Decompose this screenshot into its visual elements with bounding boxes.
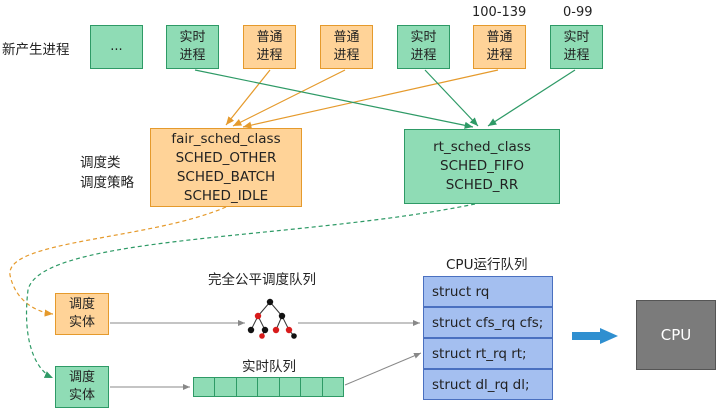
rt-queue-slot: [215, 378, 237, 396]
priority-range-normal: 100-139: [472, 5, 527, 20]
rt-policy: SCHED_RR: [445, 177, 519, 193]
process-box-text: 普通: [256, 30, 283, 45]
process-box-normal: 普通 进程: [320, 25, 373, 69]
rt-queue-slot: [258, 378, 280, 396]
process-box-text: 进程: [179, 48, 206, 63]
runqueue-row-rt: struct rt_rq rt;: [423, 338, 553, 369]
sched-entity-rt: 调度 实体: [55, 366, 109, 408]
rt-sched-class-box: rt_sched_class SCHED_FIFO SCHED_RR: [404, 129, 560, 204]
dashed-arrow-fair-entity: [9, 206, 227, 317]
dashed-arrow-rt-entity: [25, 203, 476, 379]
rt-queue-slot: [237, 378, 259, 396]
rt-queue-slot: [280, 378, 302, 396]
arrow-rt-2: [424, 69, 479, 127]
fair-policy: SCHED_IDLE: [183, 187, 269, 204]
sched-class-label: 调度类: [80, 155, 121, 171]
arrow-normal-2: [232, 69, 346, 127]
rt-queue: [193, 377, 344, 397]
cpu-box: CPU: [636, 300, 716, 370]
cpu-label: CPU: [660, 326, 692, 344]
rt-queue-slot: [194, 378, 216, 396]
rt-queue-label: 实时队列: [242, 359, 296, 375]
process-box-text: 普通: [333, 30, 360, 45]
process-box-realtime: 实时 进程: [550, 25, 603, 69]
cpu-arrow-icon: [572, 328, 618, 344]
process-box-text: 实时: [563, 30, 590, 45]
runqueue-title: CPU运行队列: [446, 257, 528, 273]
process-box-text: 进程: [410, 48, 437, 63]
process-box-text: ...: [110, 39, 123, 54]
entity-text: 实体: [68, 388, 95, 403]
process-box-realtime: 实时 进程: [397, 25, 450, 69]
entity-text: 实体: [68, 315, 95, 330]
runqueue-row-rq: struct rq: [423, 276, 553, 307]
process-box-normal: 普通 进程: [473, 25, 526, 69]
process-box-text: 进程: [486, 48, 513, 63]
red-black-tree-icon: [247, 298, 297, 339]
sched-policy-label: 调度策略: [80, 175, 134, 191]
arrow-normal-1: [225, 69, 271, 126]
runqueue-row-dl: struct dl_rq dl;: [423, 369, 553, 400]
process-box-text: 进程: [256, 48, 283, 63]
sched-entity-fair: 调度 实体: [55, 293, 109, 335]
process-box-ellipsis: ...: [90, 25, 143, 69]
new-process-label: 新产生进程: [2, 42, 70, 58]
process-box-text: 实时: [179, 30, 206, 45]
entity-text: 调度: [68, 297, 95, 312]
fair-policy: SCHED_BATCH: [176, 168, 276, 185]
arrow-rt-3: [487, 69, 576, 127]
fair-policy: SCHED_OTHER: [175, 149, 277, 166]
runqueue-row-cfs: struct cfs_rq cfs;: [423, 307, 553, 338]
entity-text: 调度: [68, 370, 95, 385]
fair-class-name: fair_sched_class: [171, 130, 281, 147]
cfs-queue-label: 完全公平调度队列: [208, 272, 316, 288]
fair-sched-class-box: fair_sched_class SCHED_OTHER SCHED_BATCH…: [150, 128, 302, 207]
process-box-text: 普通: [486, 30, 513, 45]
arrow-rtq-to-rq: [344, 352, 422, 386]
process-box-realtime: 实时 进程: [166, 25, 219, 69]
arrow-rt-1: [194, 69, 474, 129]
rt-queue-slot: [323, 378, 343, 396]
process-box-normal: 普通 进程: [243, 25, 296, 69]
process-box-text: 进程: [563, 48, 590, 63]
process-box-text: 实时: [410, 30, 437, 45]
priority-range-realtime: 0-99: [563, 5, 593, 20]
rt-class-name: rt_sched_class: [433, 139, 531, 155]
arrow-normal-3: [242, 69, 499, 129]
rt-policy: SCHED_FIFO: [440, 158, 524, 174]
rt-queue-slot: [301, 378, 323, 396]
process-box-text: 进程: [333, 48, 360, 63]
